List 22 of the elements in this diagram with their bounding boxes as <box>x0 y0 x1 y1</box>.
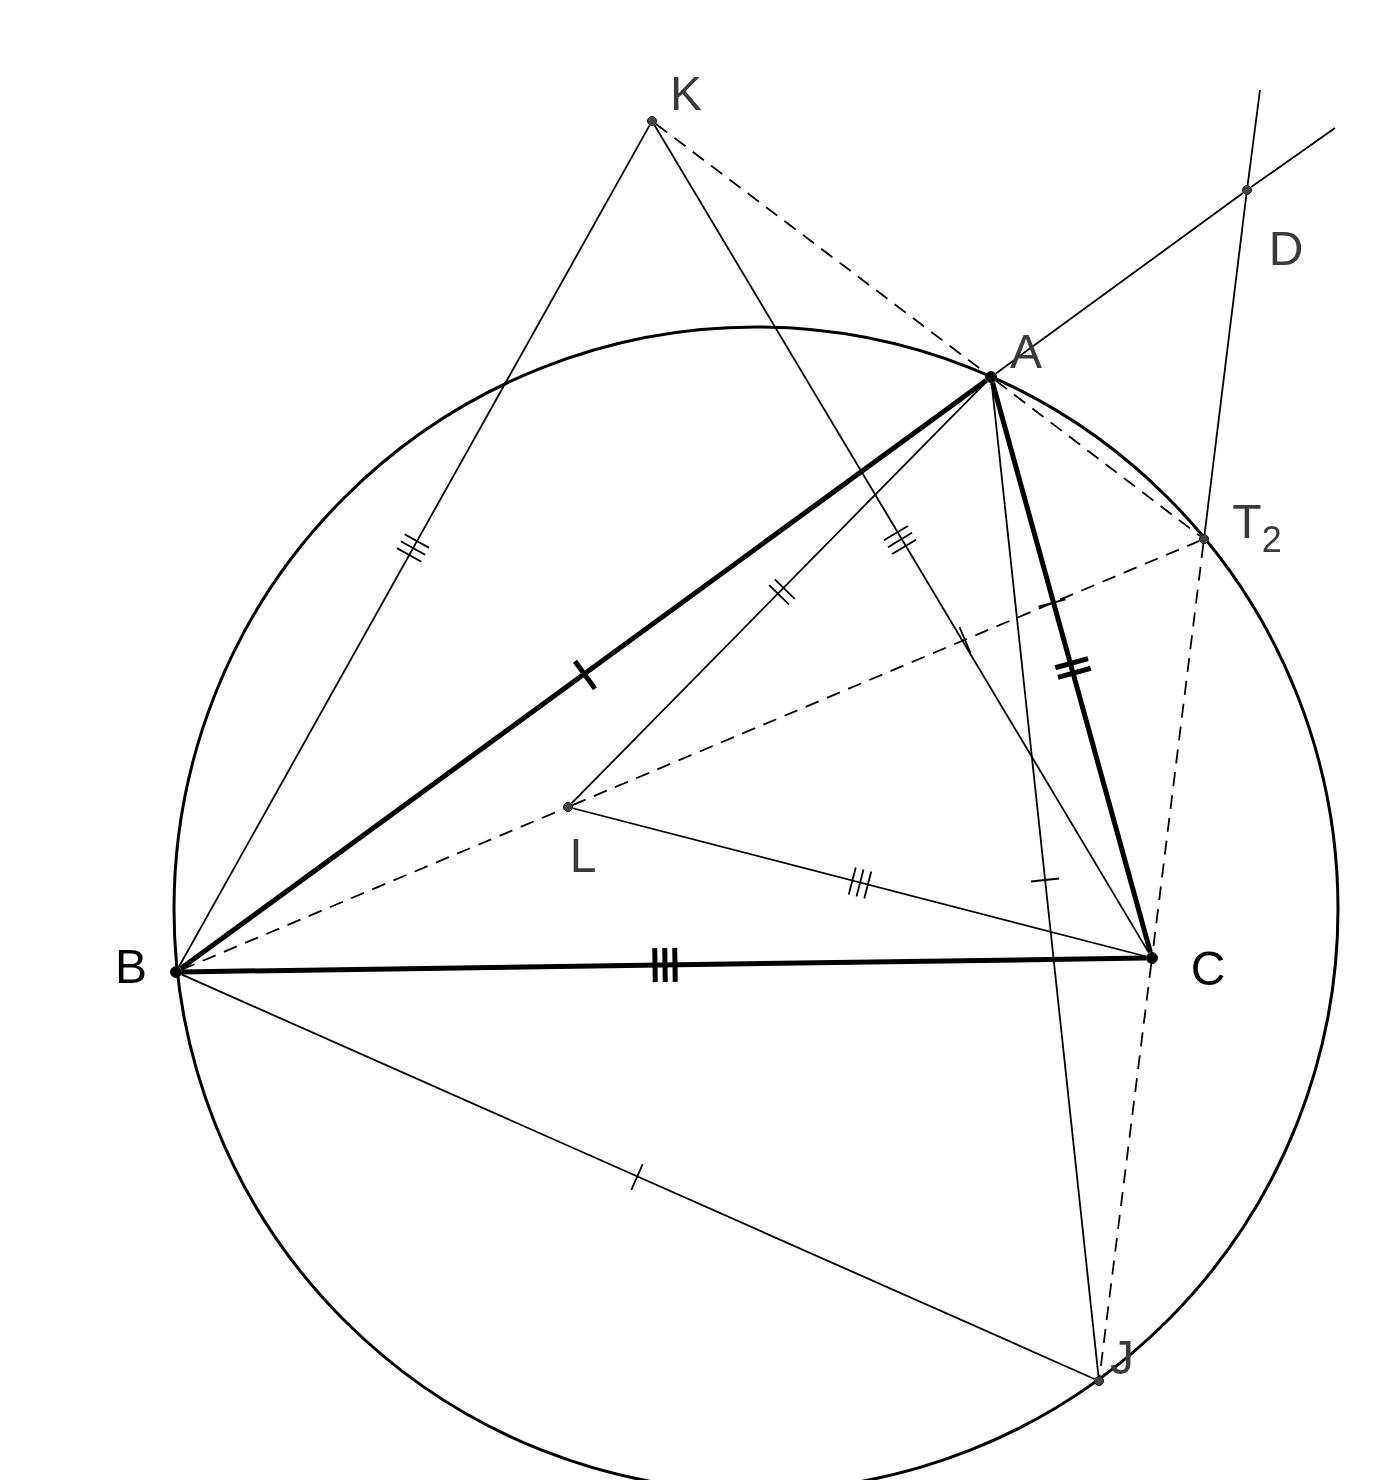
line-segment <box>653 124 1150 954</box>
line-segment <box>990 382 1153 953</box>
line-segment <box>994 192 1244 375</box>
line-segment <box>1246 89 1261 186</box>
line-segment <box>180 973 1096 1380</box>
dashed-line <box>1098 963 1153 1377</box>
line-segment <box>571 807 1148 958</box>
point-label: T$_{2}$ <box>1232 498 1282 558</box>
line-segment <box>178 124 651 968</box>
point-label: B <box>115 943 147 991</box>
line-segment <box>181 955 1147 975</box>
line-segment <box>179 378 988 971</box>
point-label: L <box>569 832 597 880</box>
line-segment <box>990 382 1100 1377</box>
dashed-line <box>994 379 1201 537</box>
line-segment <box>570 380 988 805</box>
point-label: D <box>1268 225 1304 273</box>
point-label: K <box>670 70 702 118</box>
line-segment <box>1203 194 1248 535</box>
point-label: C <box>1190 945 1226 993</box>
line-segment <box>1250 127 1336 188</box>
dashed-line <box>571 540 1201 806</box>
